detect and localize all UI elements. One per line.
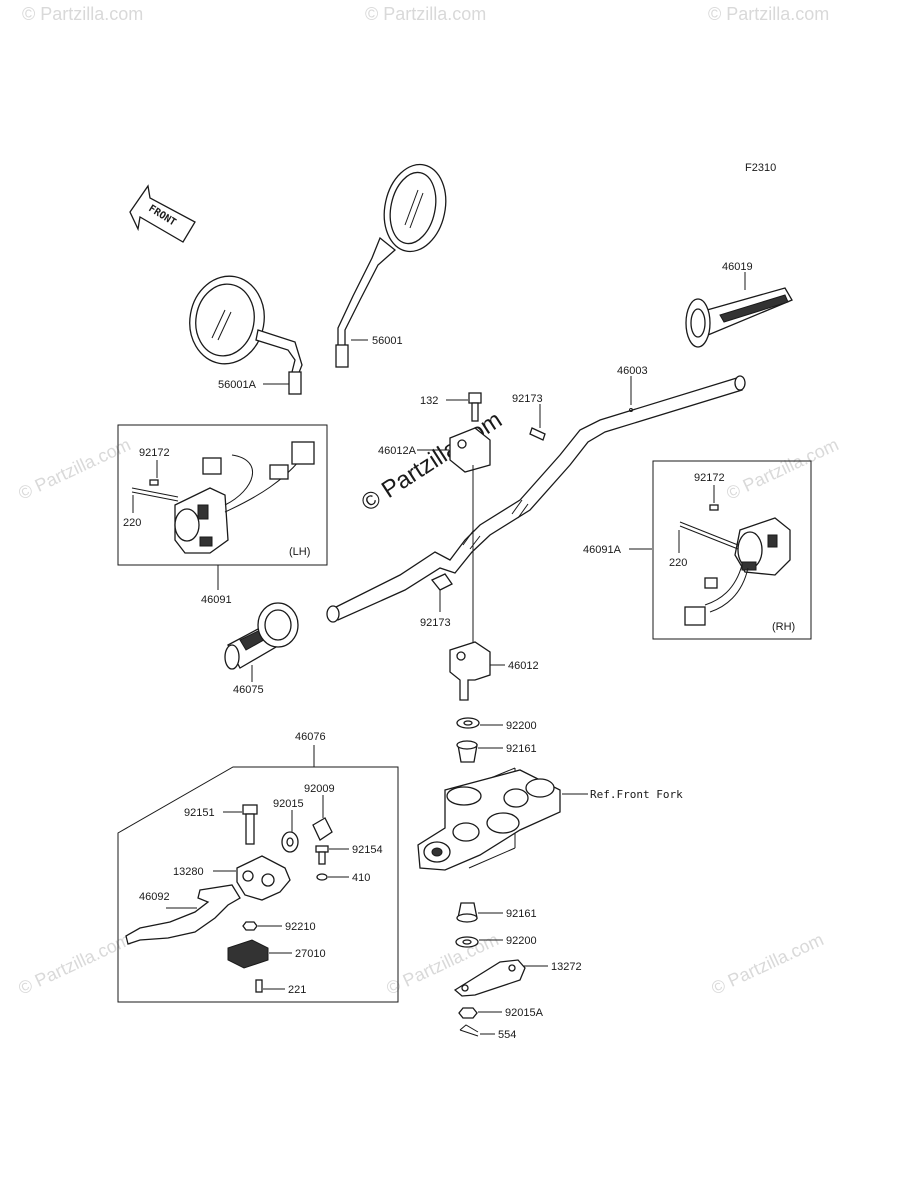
watermark-top-right: © Partzilla.com: [708, 4, 829, 24]
lh-switch-group: (LH) 92172 220 46091: [117, 424, 328, 606]
watermark-top-left: © Partzilla.com: [22, 4, 143, 24]
label-220-lh: 220: [123, 517, 141, 529]
watermark-mid-left: © Partzilla.com: [15, 434, 133, 503]
diagram-code: F2310: [745, 162, 776, 174]
label-92009: 92009: [304, 783, 335, 795]
label-46012A: 46012A: [378, 445, 417, 457]
handlebar: 46003: [326, 365, 746, 623]
label-46012: 46012: [508, 660, 539, 672]
ref-front-fork-label: Ref.Front Fork: [590, 788, 683, 801]
cotter-pin-554: 554: [459, 1024, 516, 1041]
damper-92161-top: 92161: [456, 740, 537, 763]
label-92210: 92210: [285, 921, 316, 933]
label-410: 410: [352, 872, 370, 884]
mirror-right: 56001: [335, 163, 447, 368]
damper-92161-bot: 92161: [456, 902, 537, 923]
label-46091A: 46091A: [583, 544, 622, 556]
label-92015A: 92015A: [505, 1007, 544, 1019]
front-arrow-icon: FRONT: [129, 184, 196, 243]
label-92172-lh: 92172: [139, 447, 170, 459]
screw-92173-low: 92173: [420, 573, 453, 629]
label-92172-rh: 92172: [694, 472, 725, 484]
lever-assembly-group: 46076 92151 92015 92009 92154 13280 410: [117, 731, 399, 1003]
lh-switch-box: [117, 424, 328, 566]
lh-side-label: (LH): [289, 546, 310, 558]
label-56001: 56001: [372, 335, 403, 347]
watermark-mid-right: © Partzilla.com: [723, 434, 841, 503]
label-554: 554: [498, 1029, 516, 1041]
watermark-top-center: © Partzilla.com: [365, 4, 486, 24]
label-92200-top: 92200: [506, 720, 537, 732]
label-92161-top: 92161: [506, 743, 537, 755]
watermark-bottom-right: © Partzilla.com: [708, 929, 826, 998]
label-92173-top: 92173: [512, 393, 543, 405]
mirror-left: 56001A: [189, 275, 303, 395]
triple-clamp: Ref.Front Fork: [417, 767, 683, 871]
label-46003: 46003: [617, 365, 648, 377]
label-13272: 13272: [551, 961, 582, 973]
screw-92173-top: 92173: [512, 393, 546, 441]
label-56001A: 56001A: [218, 379, 257, 391]
label-46019: 46019: [722, 261, 753, 273]
rh-switch-box: [652, 460, 812, 640]
label-221: 221: [288, 984, 306, 996]
rh-side-label: (RH): [772, 621, 795, 633]
grip-right: 46019: [685, 261, 793, 348]
label-92200-bot: 92200: [506, 935, 537, 947]
grip-left: 46075: [224, 602, 299, 696]
label-132: 132: [420, 395, 438, 407]
rh-switch-group: (RH) 92172 220 46091A: [583, 460, 812, 640]
lever-assembly-box: [117, 766, 399, 1003]
label-92173-low: 92173: [420, 617, 451, 629]
label-92154: 92154: [352, 844, 383, 856]
holder-upper: 46012A: [378, 427, 491, 473]
label-92161-bot: 92161: [506, 908, 537, 920]
nut-92015A: 92015A: [458, 1007, 544, 1019]
label-46076: 46076: [295, 731, 326, 743]
bolt-132: 132: [420, 392, 482, 422]
washer-92200-top: 92200: [456, 717, 537, 732]
plate-13272: 13272: [453, 959, 582, 997]
label-46091: 46091: [201, 594, 232, 606]
label-46075: 46075: [233, 684, 264, 696]
label-220-rh: 220: [669, 557, 687, 569]
label-46092: 46092: [139, 891, 170, 903]
washer-92200-bot: 92200: [455, 935, 537, 948]
holder-lower: 46012: [449, 641, 539, 701]
label-13280: 13280: [173, 866, 204, 878]
label-92151: 92151: [184, 807, 215, 819]
label-92015: 92015: [273, 798, 304, 810]
label-27010: 27010: [295, 948, 326, 960]
watermark-bottom-left: © Partzilla.com: [15, 929, 133, 998]
